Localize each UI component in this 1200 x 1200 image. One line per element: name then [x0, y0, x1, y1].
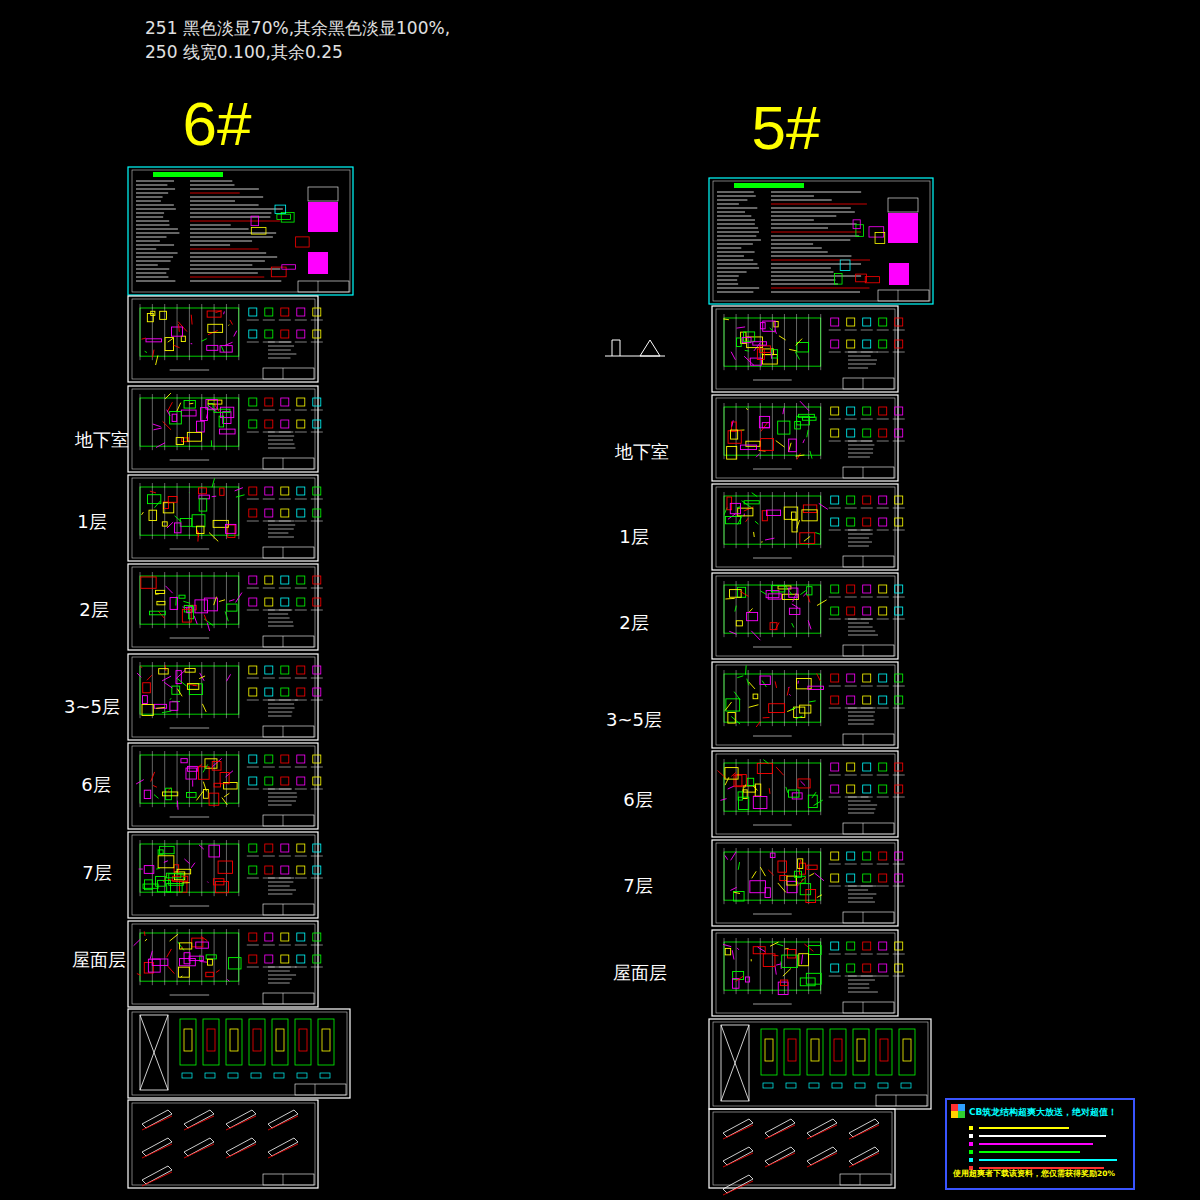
- promo-footer: 使用超爽者下载该资料，您仅需获得奖励20%: [953, 1169, 1128, 1179]
- drawing-sheet: [709, 1109, 895, 1195]
- layer-note: 251 黑色淡显70%,其余黑色淡显100%,: [145, 20, 450, 37]
- section-symbol: [605, 356, 665, 357]
- drawing-sheet: [709, 178, 933, 304]
- floor-label: 7层: [623, 877, 652, 895]
- drawing-sheet: [128, 1100, 318, 1188]
- drawing-sheet: [128, 386, 323, 472]
- drawing-sheet: [128, 296, 323, 382]
- drawing-sheet: [712, 840, 905, 926]
- floor-label: 地下室: [75, 431, 129, 449]
- floor-label: 1层: [77, 513, 106, 531]
- drawing-sheet: [712, 484, 905, 570]
- floor-label: 7层: [82, 864, 111, 882]
- floor-label: 屋面层: [613, 964, 667, 982]
- drawing-sheet: [128, 743, 323, 829]
- drawing-sheet: [712, 573, 905, 659]
- drawing-sheet: [128, 654, 323, 740]
- building-number: 5#: [752, 97, 821, 159]
- drawing-sheet: [709, 1019, 931, 1109]
- drawing-sheet: [128, 167, 353, 295]
- drawing-sheet: [712, 751, 905, 837]
- drawing-sheet: [712, 662, 905, 748]
- drawing-sheet: [128, 475, 323, 561]
- floor-label: 2层: [79, 601, 108, 619]
- layer-note: 250 线宽0.100,其余0.25: [145, 44, 343, 61]
- section-symbol: [612, 340, 660, 356]
- floor-label: 1层: [619, 528, 648, 546]
- drawing-sheet: [128, 921, 323, 1007]
- floor-label: 3~5层: [64, 698, 120, 716]
- drawing-sheet: [712, 306, 905, 392]
- floor-label: 6层: [623, 791, 652, 809]
- drawing-sheet: [712, 395, 905, 481]
- building-number: 6#: [183, 93, 252, 155]
- floor-label: 地下室: [615, 443, 669, 461]
- drawing-sheet: [712, 930, 905, 1016]
- drawing-sheet: [128, 832, 323, 918]
- floor-label: 3~5层: [606, 711, 662, 729]
- floor-label: 6层: [81, 776, 110, 794]
- floor-label: 屋面层: [72, 951, 126, 969]
- floor-label: 2层: [619, 614, 648, 632]
- promo-box: CB筑龙结构超爽大放送，绝对超值！ 使用超爽者下载该资料，您仅需获得奖励20%: [945, 1098, 1135, 1190]
- promo-title: CB筑龙结构超爽大放送，绝对超值！: [969, 1106, 1128, 1119]
- drawing-sheet: [128, 564, 323, 650]
- drawing-sheet: [128, 1009, 350, 1098]
